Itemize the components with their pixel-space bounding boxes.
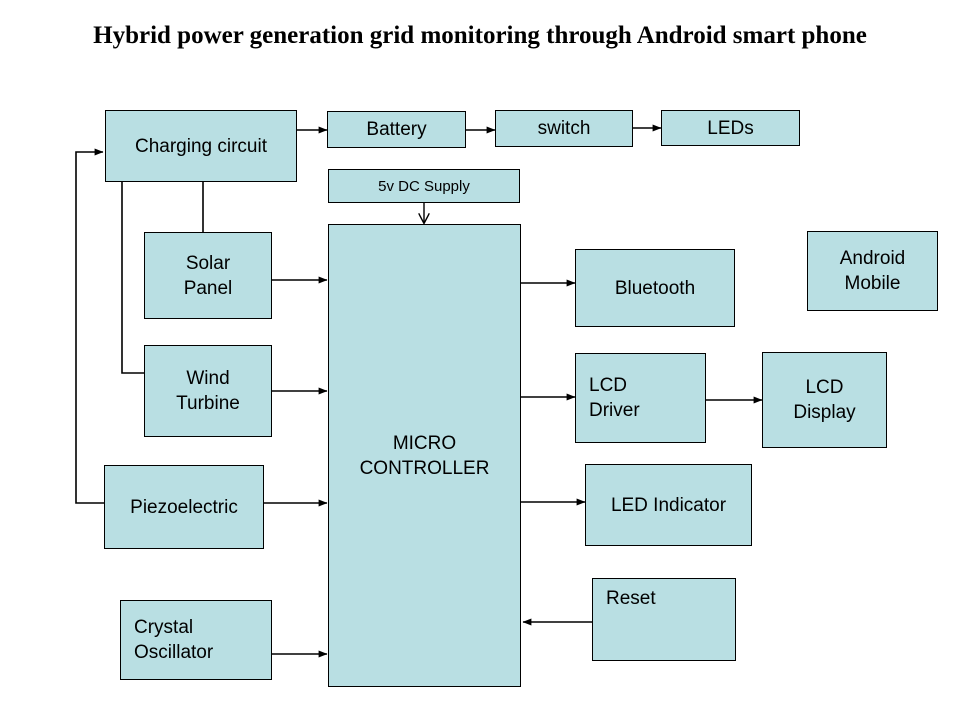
node-led-indicator[interactable]: LED Indicator	[585, 464, 752, 546]
node-lcd-display[interactable]: LCD Display	[762, 352, 887, 448]
node-wind-turbine[interactable]: Wind Turbine	[144, 345, 272, 437]
node-android-mobile[interactable]: Android Mobile	[807, 231, 938, 311]
node-reset[interactable]: Reset	[592, 578, 736, 661]
node-micro-controller[interactable]: MICRO CONTROLLER	[328, 224, 521, 687]
diagram-title: Hybrid power generation grid monitoring …	[93, 22, 867, 49]
node-battery[interactable]: Battery	[327, 111, 466, 148]
wire-charging-to-wind	[121, 182, 144, 374]
wire-piezo-to-charging	[75, 148, 104, 504]
node-dc-supply[interactable]: 5v DC Supply	[328, 169, 520, 203]
node-crystal-oscillator[interactable]: Crystal Oscillator	[120, 600, 272, 680]
node-solar-panel[interactable]: Solar Panel	[144, 232, 272, 319]
node-leds[interactable]: LEDs	[661, 110, 800, 146]
node-lcd-driver[interactable]: LCD Driver	[575, 353, 706, 443]
node-piezoelectric[interactable]: Piezoelectric	[104, 465, 264, 549]
node-switch[interactable]: switch	[495, 110, 633, 147]
node-charging-circuit[interactable]: Charging circuit	[105, 110, 297, 182]
node-bluetooth[interactable]: Bluetooth	[575, 249, 735, 327]
